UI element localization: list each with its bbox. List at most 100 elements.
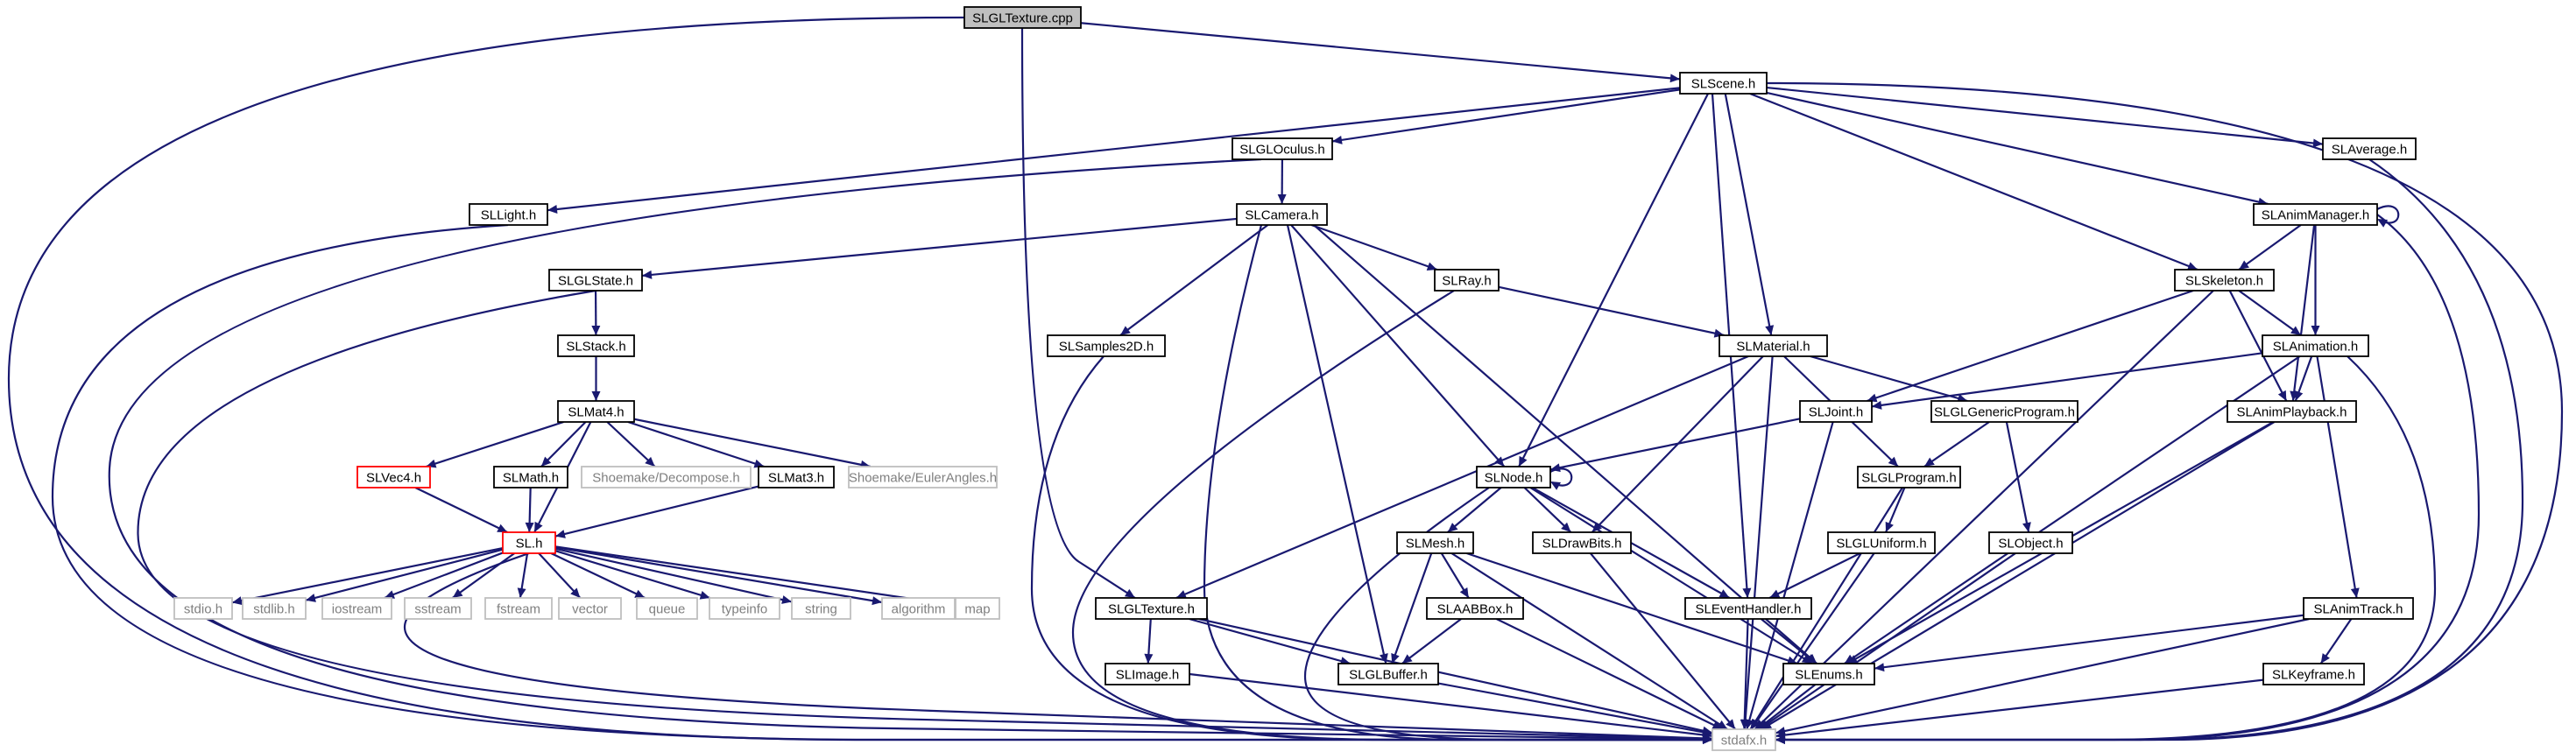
edge-arrowhead-76: [570, 587, 581, 598]
node-ray[interactable]: SLRay.h: [1434, 269, 1500, 292]
node-label: sstream: [414, 602, 461, 617]
node-box: [636, 597, 698, 620]
edge-arrowhead-65: [1561, 522, 1571, 532]
edge-arrowhead-85: [1787, 656, 1798, 665]
edge-skeleton-to-animplayback: [2228, 290, 2288, 402]
edge-arrowhead-104: [1775, 730, 1786, 740]
node-camera[interactable]: SLCamera.h: [1236, 203, 1328, 226]
node-box: [1105, 663, 1190, 685]
node-label: SLEnums.h: [1795, 668, 1863, 683]
node-eventhandler[interactable]: SLEventHandler.h: [1684, 597, 1812, 620]
node-label: SLSamples2D.h: [1059, 340, 1154, 355]
node-glstate[interactable]: SLGLState.h: [548, 269, 643, 292]
edge-arrowhead-80: [872, 596, 882, 606]
node-vec4[interactable]: SLVec4.h: [356, 466, 431, 488]
node-oculus[interactable]: SLGLOculus.h: [1232, 137, 1333, 160]
edge-sl-to-stdio: [231, 546, 504, 604]
edge-scene-to-stdafx: [1766, 81, 2564, 741]
edge-vec4-to-sl: [414, 487, 508, 533]
node-math[interactable]: SLMath.h: [493, 466, 568, 488]
edge-image-to-stdafx: [1189, 672, 1713, 737]
node-glgenprog[interactable]: SLGLGenericProgram.h: [1930, 400, 2078, 423]
node-mat4[interactable]: SLMat4.h: [557, 400, 635, 423]
node-label: Shoemake/EulerAngles.h: [849, 471, 997, 486]
edge-arrowhead-3: [1332, 135, 1343, 144]
edge-scene-to-light: [547, 87, 1681, 212]
node-mesh[interactable]: SLMesh.h: [1396, 531, 1474, 554]
node-scene[interactable]: SLScene.h: [1679, 72, 1768, 95]
edge-gltexture-to-glbuffer: [1189, 617, 1352, 665]
node-vector: vector: [558, 597, 622, 620]
edge-arrowhead-7: [2186, 262, 2198, 271]
edge-arrowhead-56: [1923, 457, 1935, 467]
node-label: SLEventHandler.h: [1696, 602, 1802, 617]
node-box: [557, 334, 635, 357]
node-keyframe[interactable]: SLKeyframe.h: [2262, 663, 2365, 685]
node-string: string: [791, 597, 851, 620]
edge-scene-to-node: [1518, 93, 1709, 467]
node-label: SLImage.h: [1116, 668, 1180, 683]
edge-gluniform-to-stdafx: [1750, 552, 1875, 730]
node-stack[interactable]: SLStack.h: [557, 334, 635, 357]
edge-arrowhead-99: [1874, 663, 1885, 672]
node-animmgr[interactable]: SLAnimManager.h: [2253, 203, 2378, 226]
node-gluniform[interactable]: SLGLUniform.h: [1827, 531, 1936, 554]
edge-enums-to-stdafx: [1756, 684, 1817, 730]
node-stdlib: stdlib.h: [242, 597, 307, 620]
node-animplayback[interactable]: SLAnimPlayback.h: [2227, 400, 2357, 423]
node-fstream: fstream: [484, 597, 553, 620]
node-label: SLGLOculus.h: [1239, 143, 1325, 158]
node-label: SLAverage.h: [2332, 143, 2407, 158]
edge-arrowhead-16: [642, 270, 653, 279]
node-box: [1988, 531, 2073, 554]
edge-scene-to-oculus: [1331, 88, 1681, 143]
node-sl[interactable]: SL.h: [502, 531, 556, 554]
edge-arrowhead-50: [645, 456, 655, 467]
node-mat3[interactable]: SLMat3.h: [758, 466, 835, 488]
node-euler: Shoemake/EulerAngles.h: [848, 466, 998, 488]
edge-object-to-stdafx: [1758, 552, 2016, 730]
node-box: [1857, 466, 1961, 488]
node-image[interactable]: SLImage.h: [1105, 663, 1190, 685]
node-box: [242, 597, 307, 620]
edge-mesh-to-enums: [1466, 552, 1798, 665]
edge-layer: [7, 16, 2564, 744]
edge-arrowhead-96: [1805, 654, 1817, 664]
node-box: [1396, 531, 1474, 554]
edge-sl-to-string: [554, 547, 793, 603]
edge-arrowhead-73: [384, 590, 395, 599]
node-label: queue: [649, 602, 686, 617]
edge-arrowhead-8: [1765, 325, 1775, 335]
node-label: SLObject.h: [1998, 537, 2063, 552]
edge-samples2d-to-stdafx: [1030, 355, 1712, 741]
node-node[interactable]: SLNode.h: [1476, 466, 1551, 488]
node-box: [2174, 269, 2275, 292]
node-average[interactable]: SLAverage.h: [2322, 137, 2417, 160]
node-joint[interactable]: SLJoint.h: [1799, 400, 1873, 423]
edge-arrowhead-89: [1751, 719, 1761, 729]
edge-animation-to-joint: [1871, 352, 2263, 408]
node-light[interactable]: SLLight.h: [469, 203, 548, 226]
node-aabbox[interactable]: SLAABBox.h: [1426, 597, 1524, 620]
node-animtrack[interactable]: SLAnimTrack.h: [2303, 597, 2414, 620]
node-label: typeinfo: [722, 602, 768, 617]
node-glbuffer[interactable]: SLGLBuffer.h: [1337, 663, 1439, 685]
node-skeleton[interactable]: SLSkeleton.h: [2174, 269, 2275, 292]
edge-camera-to-glbuffer: [1286, 224, 1387, 664]
edge-skeleton-to-joint: [1867, 289, 2194, 403]
node-box: [404, 597, 472, 620]
edge-arrowhead-78: [699, 591, 710, 600]
node-drawbits[interactable]: SLDrawBits.h: [1532, 531, 1632, 554]
node-box: [1236, 203, 1328, 226]
node-cpp[interactable]: SLGLTexture.cpp: [963, 6, 1082, 29]
node-object[interactable]: SLObject.h: [1988, 531, 2073, 554]
edge-arrowhead-87: [1726, 719, 1736, 729]
node-glprogram[interactable]: SLGLProgram.h: [1857, 466, 1961, 488]
node-samples2d[interactable]: SLSamples2D.h: [1047, 334, 1166, 357]
edge-cpp-to-scene: [1080, 22, 1681, 81]
node-gltexture[interactable]: SLGLTexture.h: [1095, 597, 1208, 620]
node-material[interactable]: SLMaterial.h: [1719, 334, 1828, 357]
node-animation[interactable]: SLAnimation.h: [2262, 334, 2369, 357]
node-enums[interactable]: SLEnums.h: [1782, 663, 1875, 685]
edge-animmgr-to-skeleton: [2238, 224, 2302, 271]
